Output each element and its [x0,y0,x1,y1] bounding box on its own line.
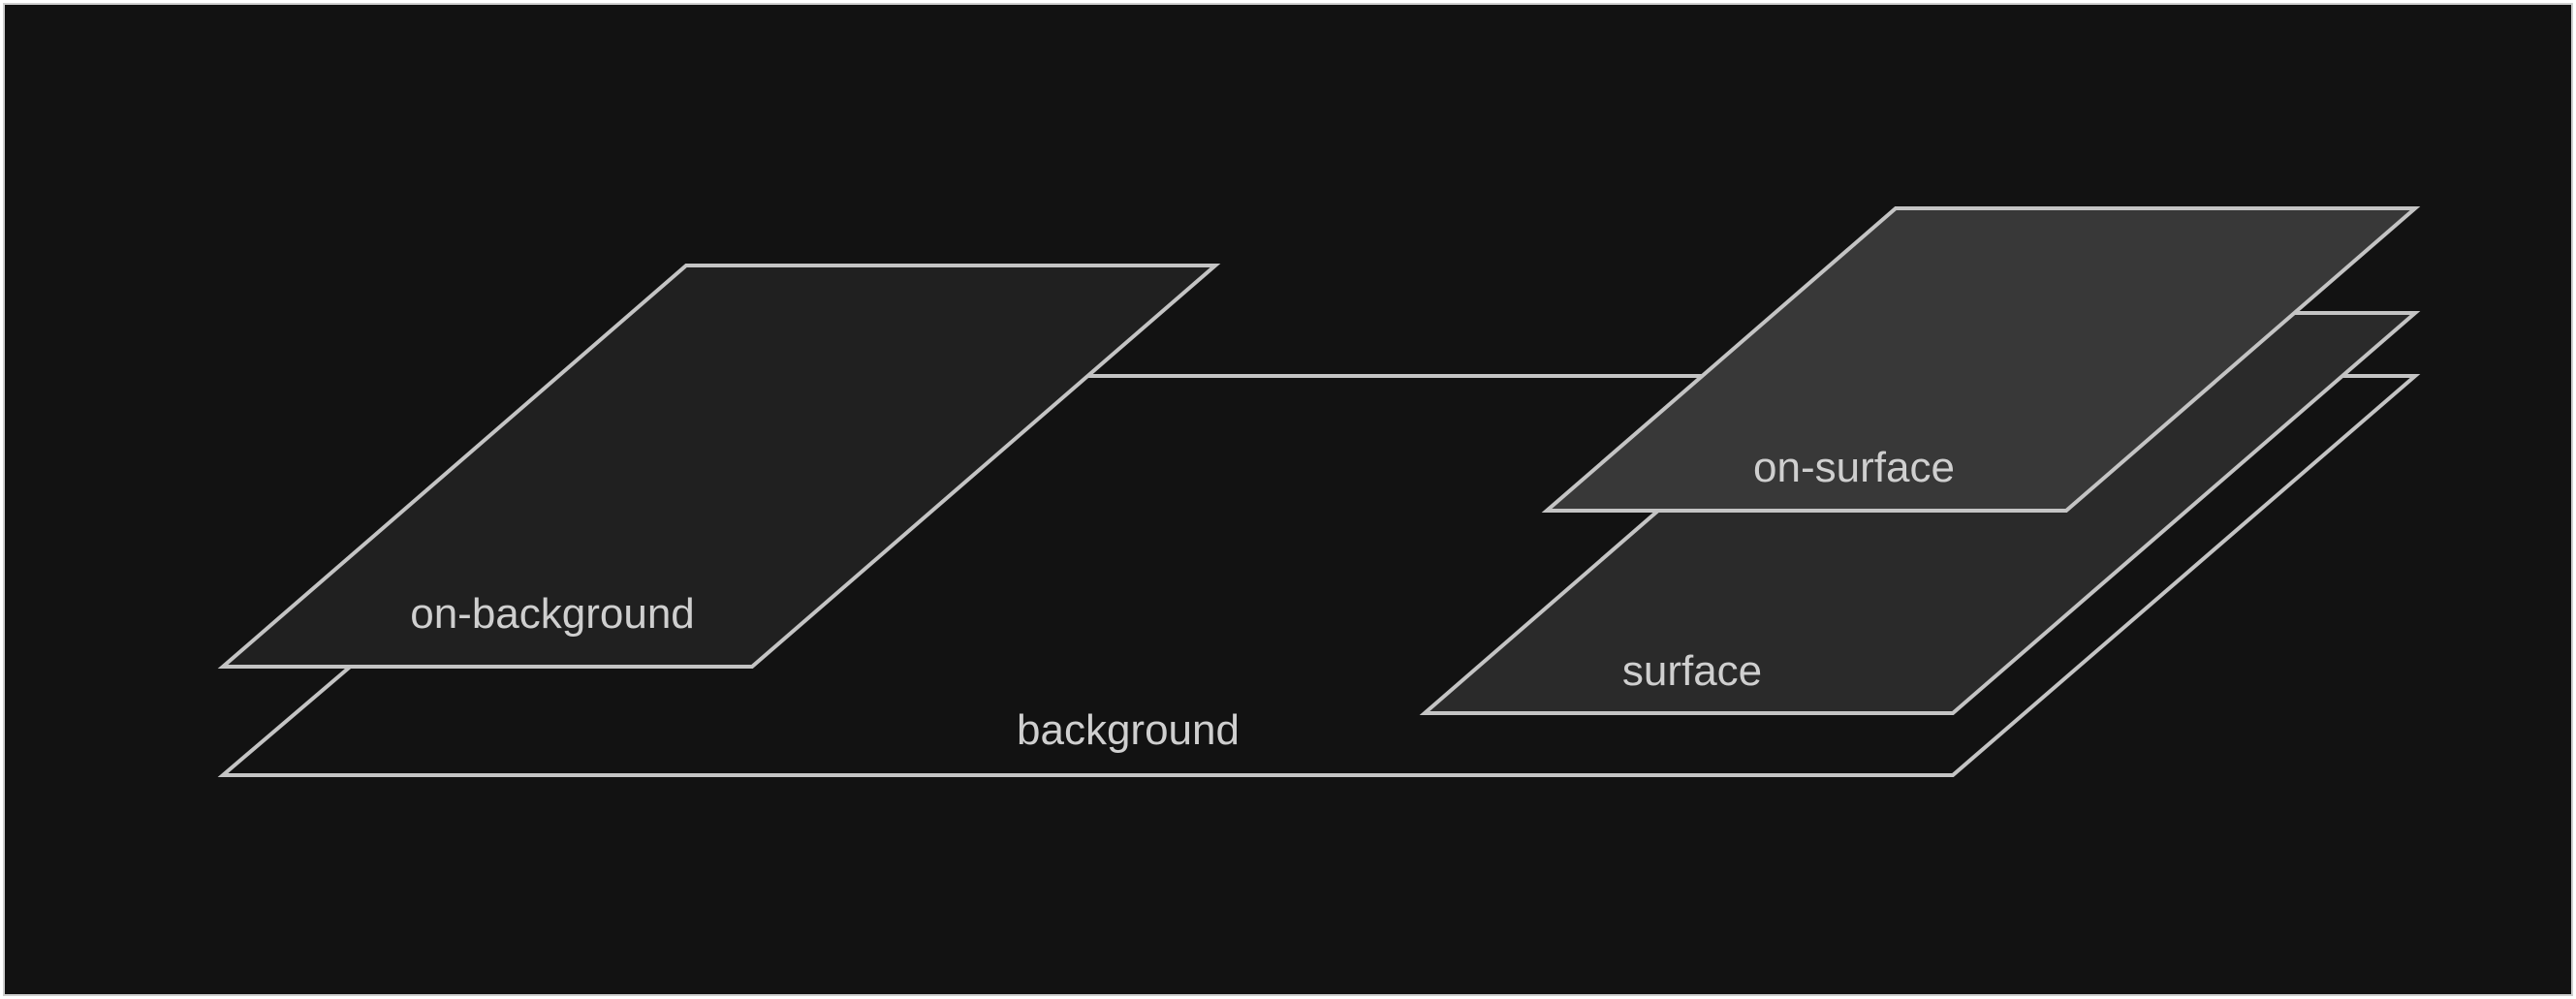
background-label: background [1017,706,1240,754]
surface-label: surface [1622,647,1762,695]
on-background-label: on-background [410,590,695,638]
on-background-plane [217,264,1221,669]
on-surface-label: on-surface [1753,444,1955,491]
on-surface-plane [1541,206,2421,513]
